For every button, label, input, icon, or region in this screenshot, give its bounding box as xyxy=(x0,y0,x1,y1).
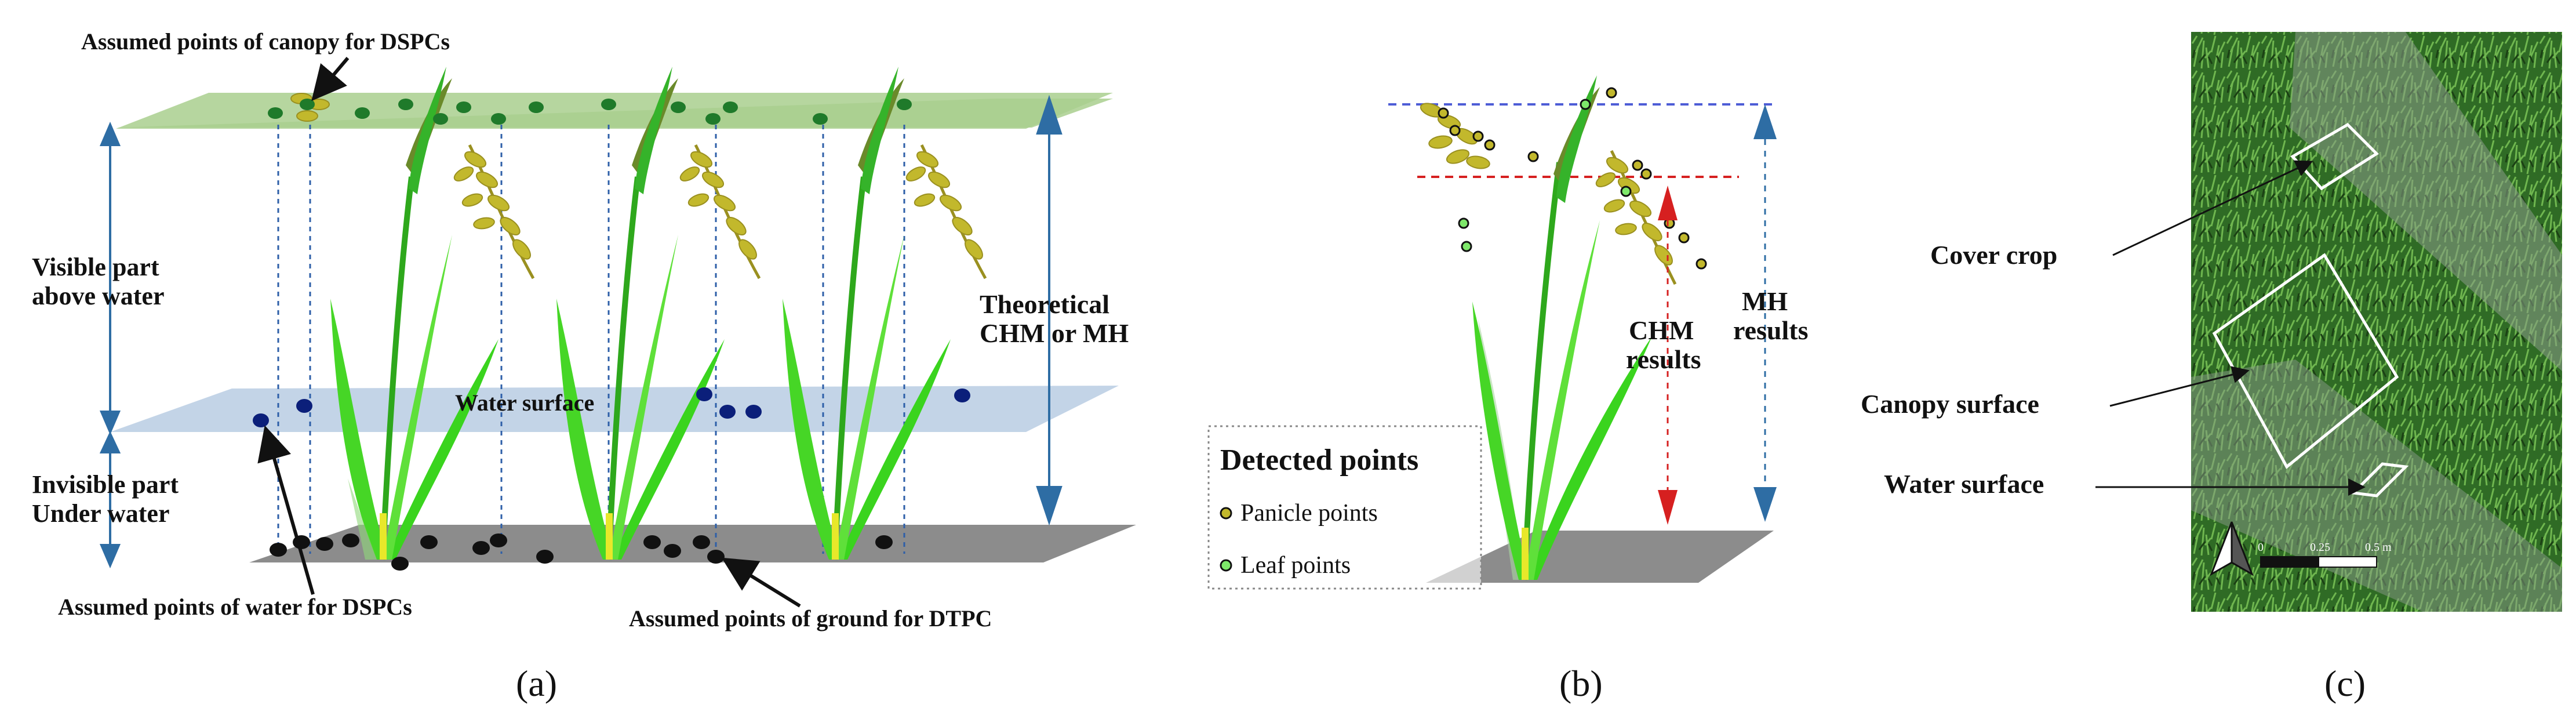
canopy-surface-box xyxy=(2212,253,2399,469)
mh-label-1: MH xyxy=(1742,286,1788,316)
invisible-part-arrow xyxy=(99,431,121,569)
water-band xyxy=(2290,32,2562,371)
legend-panicle-swatch xyxy=(1220,507,1232,520)
panel-b-label: (b) xyxy=(1559,663,1603,704)
scale-bar: 0 0.25 0.5 m xyxy=(2258,541,2392,568)
panel-a-label: (a) xyxy=(516,663,557,704)
panel-a: Assumed points of canopy for DSPCs Visib… xyxy=(32,28,1136,704)
canopy-callout-arrow xyxy=(311,57,350,101)
panicle-a1 xyxy=(453,144,535,279)
ground-plane xyxy=(249,525,1136,562)
water-points xyxy=(253,387,970,427)
panel-c: Cover crop Canopy surface Water surface … xyxy=(1861,32,2562,704)
canopy-surface-leader xyxy=(2109,366,2250,407)
ground-note: Assumed points of ground for DTPC xyxy=(629,605,992,631)
panel-b: CHM results MH results Detected points P… xyxy=(1207,75,1809,704)
mh-label-2: results xyxy=(1733,315,1809,345)
visible-part-label-1: Visible part xyxy=(32,253,159,281)
theoretical-label-2: CHM or MH xyxy=(980,318,1129,348)
panicle-points xyxy=(1438,87,1707,270)
ground-callout-arrow xyxy=(721,557,801,608)
canopy-note: Assumed points of canopy for DSPCs xyxy=(81,28,450,55)
water-surface-box xyxy=(2350,462,2409,498)
cover-crop-leader xyxy=(2112,160,2313,256)
canopy-plane-full xyxy=(116,93,1113,129)
chm-arrow xyxy=(1658,186,1678,525)
rice-plant-2 xyxy=(556,67,725,560)
scale-tick-0: 0 xyxy=(2258,541,2264,554)
panicle-a3 xyxy=(905,144,987,279)
water-callout-arrow xyxy=(257,425,315,595)
water-note: Assumed points of water for DSPCs xyxy=(58,594,412,620)
rice-plant-b xyxy=(1472,75,1652,580)
north-arrow-icon xyxy=(2210,521,2254,576)
leaf-points xyxy=(1458,99,1632,252)
canopy-points xyxy=(268,99,912,125)
water-surface-label-c: Water surface xyxy=(1884,469,2044,499)
scale-tick-2: 0.5 m xyxy=(2365,541,2392,554)
invisible-part-label-1: Invisible part xyxy=(32,470,179,499)
chm-label-2: results xyxy=(1626,344,1701,374)
detected-points-legend: Detected points Panicle points Leaf poin… xyxy=(1207,425,1482,590)
legend-leaf-swatch xyxy=(1220,559,1232,572)
cover-crop-box xyxy=(2290,122,2379,191)
scale-tick-1: 0.25 xyxy=(2310,541,2330,554)
rice-plant-3 xyxy=(783,67,951,560)
water-band-2 xyxy=(2191,360,2562,612)
panicle-b-right xyxy=(1595,150,1677,285)
panicle-b-left xyxy=(1420,103,1490,169)
projection-lines xyxy=(277,125,905,554)
mh-arrow xyxy=(1753,104,1777,522)
panel-c-label: (c) xyxy=(2324,663,2366,704)
legend-leaf-label: Leaf points xyxy=(1240,552,1351,579)
cover-crop-label: Cover crop xyxy=(1930,240,2057,270)
visible-part-arrow xyxy=(99,121,121,435)
ground-points xyxy=(270,533,893,571)
theoretical-arrow xyxy=(1036,95,1063,526)
canopy-surface-label: Canopy surface xyxy=(1861,389,2039,419)
rice-plant-1 xyxy=(330,67,499,560)
chm-label-1: CHM xyxy=(1629,315,1694,345)
visible-part-label-2: above water xyxy=(32,282,165,310)
panicle-a2 xyxy=(679,144,761,279)
invisible-part-label-2: Under water xyxy=(32,499,169,528)
water-surface-label: Water surface xyxy=(455,390,594,416)
theoretical-label-1: Theoretical xyxy=(980,289,1109,319)
legend-panicle-label: Panicle points xyxy=(1240,500,1378,527)
legend-title: Detected points xyxy=(1220,444,1418,477)
